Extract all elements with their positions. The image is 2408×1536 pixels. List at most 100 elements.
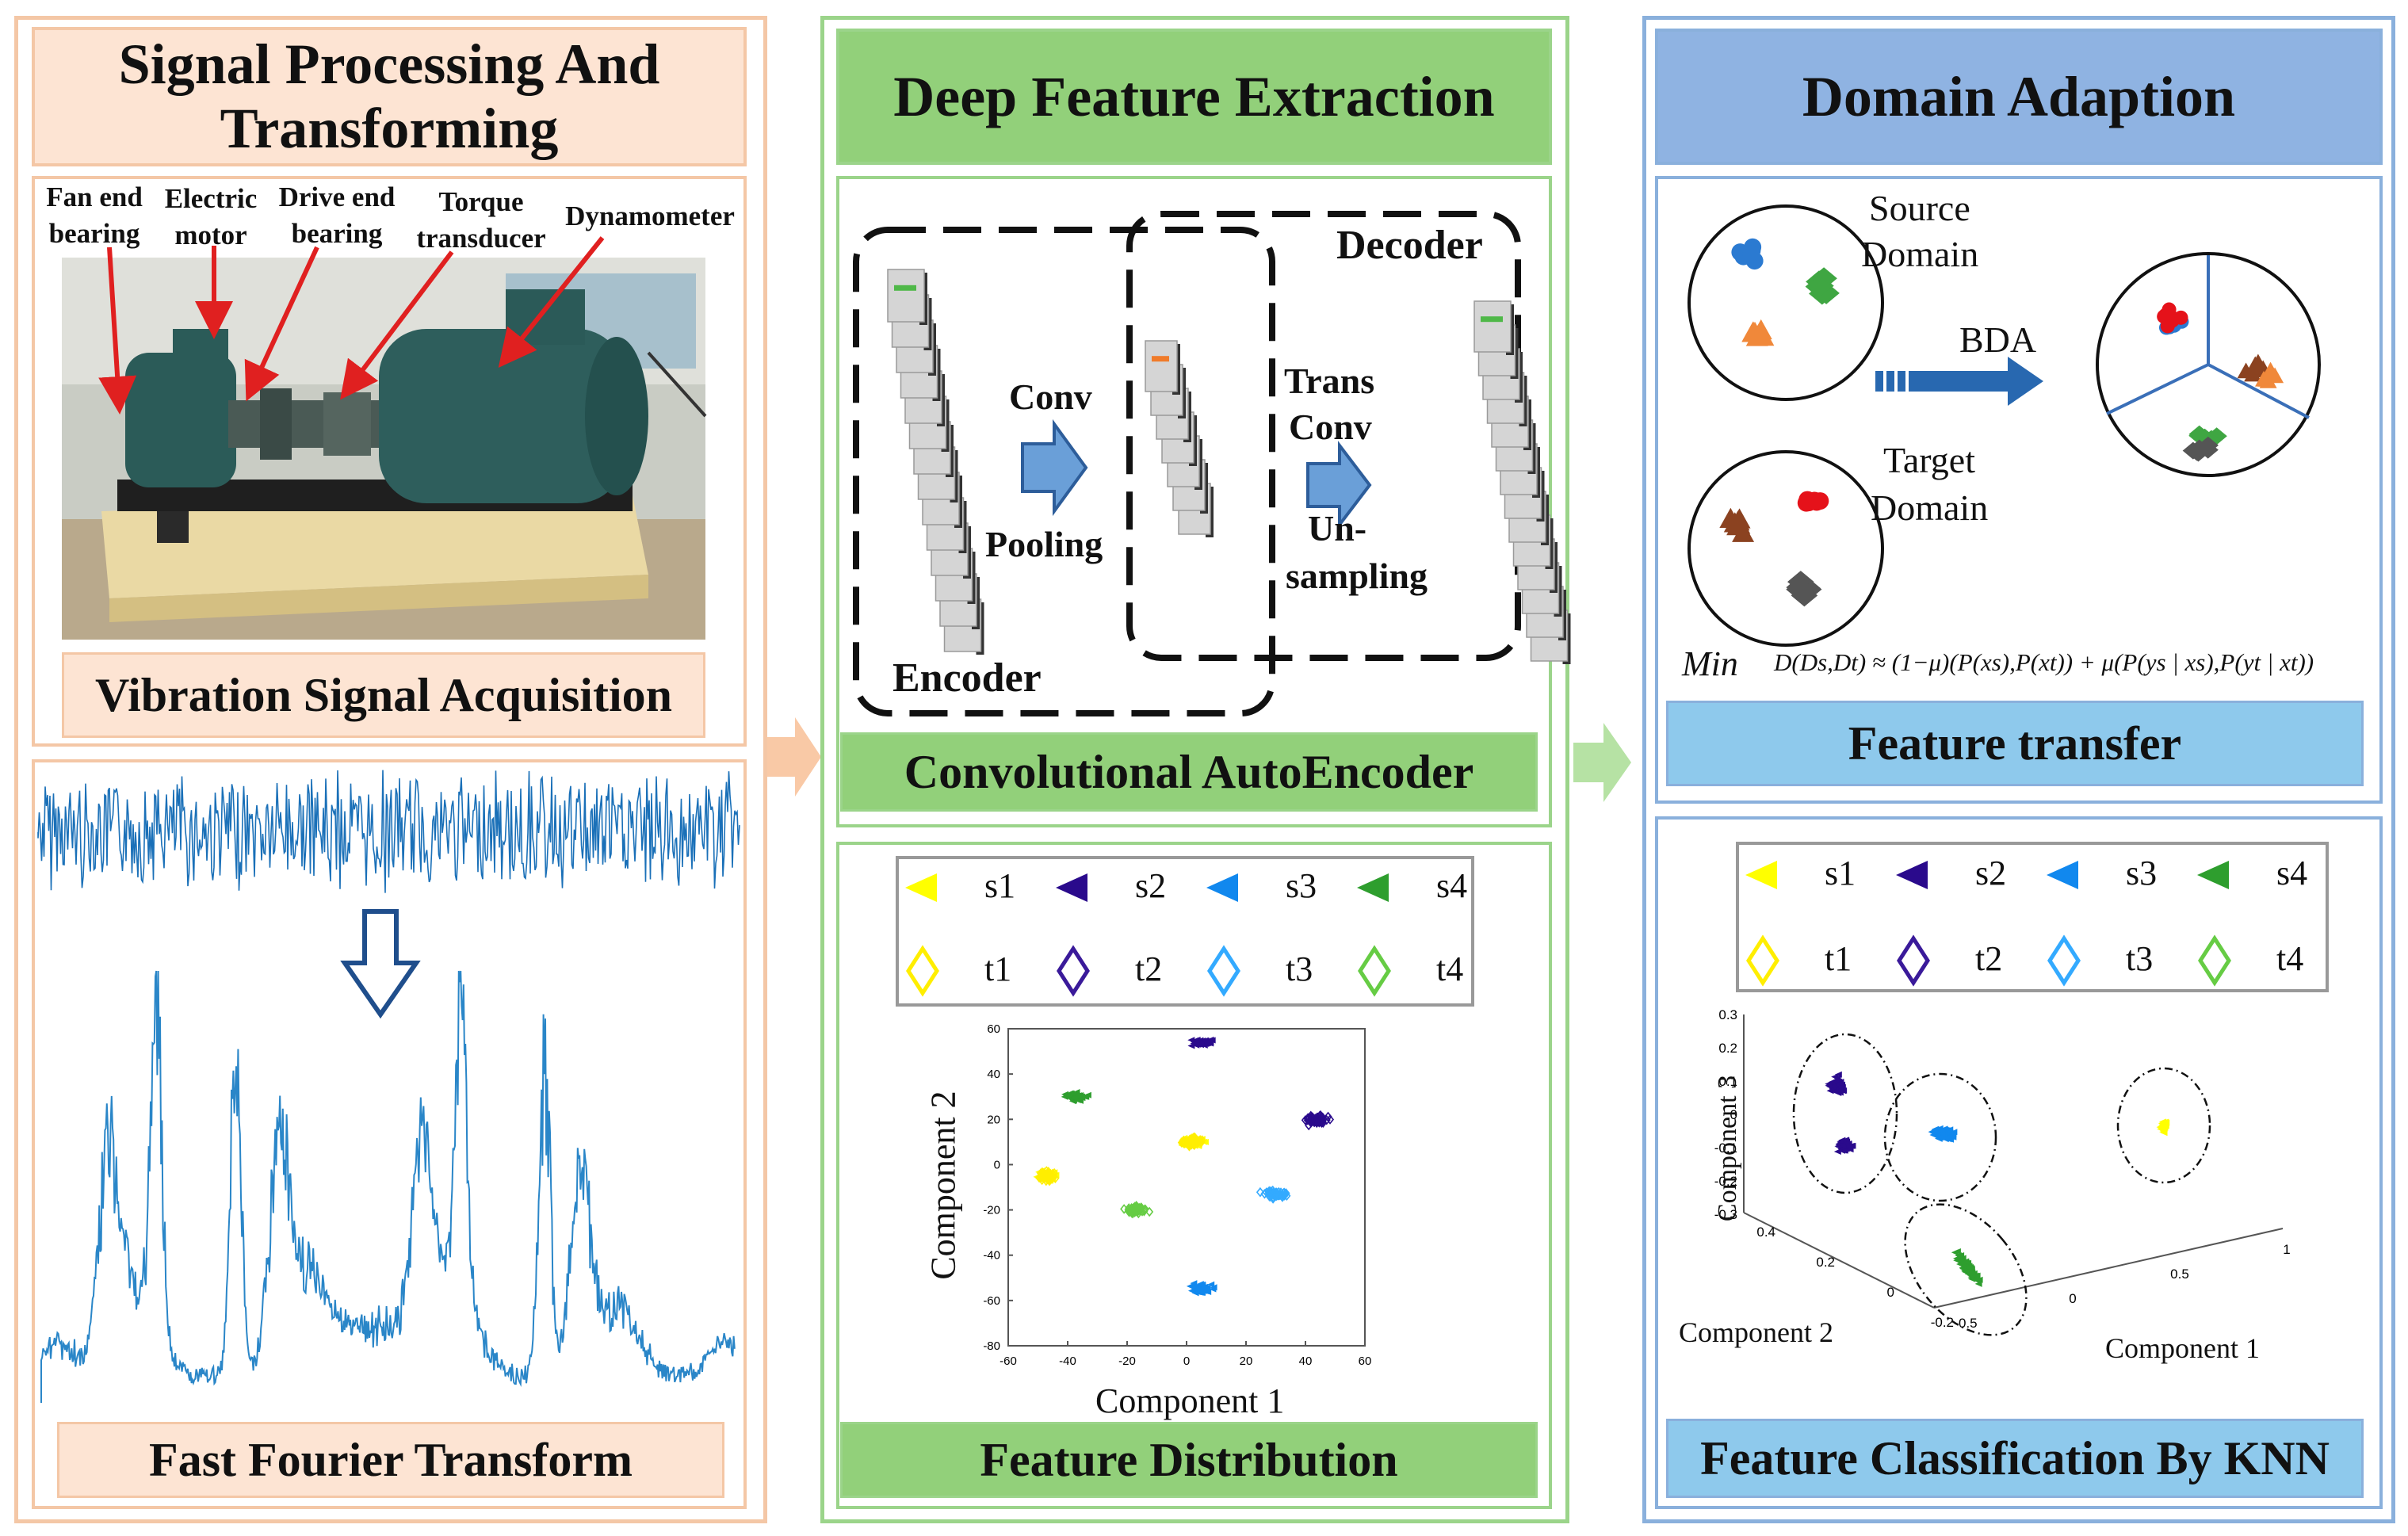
acquisition-caption: Vibration Signal Acquisition (62, 652, 705, 738)
bda-arrow-dash (1898, 371, 1905, 392)
bda-label: BDA (1959, 319, 2037, 360)
legend-panel3 (1736, 842, 2329, 992)
scatter-xtick-label: -20 (1118, 1355, 1136, 1368)
signal-trace (37, 770, 740, 893)
target-dot (1806, 491, 1824, 510)
arrow-panel2-to-panel3 (1573, 723, 1631, 802)
scatter-ytick-label: 0 (994, 1158, 1000, 1171)
scatter-point (1132, 1205, 1141, 1215)
legend-marker-t2 (1057, 945, 1090, 997)
knn-point-s2 (1833, 1148, 1841, 1155)
vibration-signal (37, 770, 740, 893)
scatter-ylabel: Component 2 (923, 1091, 963, 1280)
scatter-point (1311, 1114, 1320, 1124)
knn-point-s4 (1964, 1264, 1972, 1271)
knn-point-s3 (1942, 1135, 1950, 1142)
z-tick-label: -0.3 (1714, 1207, 1737, 1222)
encoder-label: Encoder (892, 655, 1042, 701)
down-arrow-icon (340, 909, 421, 1019)
feature-map (1145, 340, 1178, 392)
sampling-label: sampling (1286, 556, 1428, 596)
divider (2207, 363, 2310, 419)
label-drive-end-bearing: Drive end bearing (278, 181, 396, 249)
panel-deep-feature-extraction (820, 16, 1569, 1523)
knn-point-s1 (2158, 1122, 2166, 1129)
adapted-target-diamond (2188, 439, 2210, 457)
bda-arrow-icon (1909, 357, 2043, 406)
trans-label: Trans (1284, 361, 1375, 401)
feature-transfer-caption: Feature transfer (1666, 701, 2364, 786)
formula-text: D(Ds,Dt) ≈ (1−μ)(P(xs),P(xt)) + μ(P(ys |… (1774, 648, 2314, 676)
knn-point-s2 (1836, 1087, 1844, 1094)
feature-distribution-caption-text: Feature Distribution (980, 1433, 1398, 1486)
y-tick-label: 0.2 (1816, 1255, 1835, 1270)
knn-point-s4 (1962, 1258, 1970, 1265)
legend-marker-s1 (1745, 861, 1777, 889)
source-domain-label-2: Domain (1861, 234, 1979, 274)
knn-point-s2 (1842, 1140, 1850, 1147)
scatter-xlabel: Component 1 (1095, 1381, 1285, 1420)
y-tick-label: 0.4 (1756, 1225, 1775, 1240)
adapted-target-dot (2161, 302, 2177, 317)
cluster-outline (1883, 1072, 1997, 1202)
legend-marker-t1 (906, 945, 939, 997)
knn-caption-text: Feature Classification By KNN (1700, 1431, 2330, 1484)
scatter-ytick-label: -20 (983, 1204, 1000, 1217)
y-tick-label: 0 (1887, 1285, 1894, 1300)
panel2-title-text: Deep Feature Extraction (893, 64, 1495, 128)
legend-label-t2: t2 (1135, 949, 1163, 988)
scatter-point (1203, 1039, 1211, 1046)
legend-marker-t3 (1207, 945, 1240, 997)
knn-point-s2 (1829, 1083, 1837, 1090)
scatter-point (1314, 1114, 1323, 1124)
z-tick-label: 0.1 (1718, 1074, 1737, 1089)
plot3d-xlabel: Component 1 (2105, 1332, 2260, 1364)
fft-spectrum (40, 970, 736, 1403)
plot3d-zlabel: Component 3 (1713, 1075, 1742, 1222)
scatter-ytick-label: -40 (983, 1249, 1000, 1263)
scatter-point (1207, 1281, 1215, 1288)
legend-marker-s4 (1357, 873, 1389, 902)
scatter-point (1070, 1095, 1078, 1102)
feature-distribution-caption: Feature Distribution (840, 1422, 1538, 1498)
scatter-point (1124, 1205, 1133, 1215)
legend-label-t1: t1 (1825, 939, 1852, 978)
panel1-title: Signal Processing And Transforming (32, 27, 747, 166)
legend-marker-s4 (2197, 861, 2229, 889)
legend-marker-s2 (1896, 861, 1928, 889)
scatter-point (1303, 1113, 1312, 1124)
knn-point-s1 (2161, 1118, 2169, 1125)
x-tick-label: 1 (2283, 1242, 2290, 1257)
adapted-target-triangle (2246, 356, 2265, 373)
legend-marker-t2 (1897, 934, 1930, 987)
knn-point-s2 (1844, 1142, 1852, 1149)
legend-label-t3: t3 (2126, 939, 2154, 978)
panel2-title: Deep Feature Extraction (836, 29, 1552, 165)
cluster-outline (1904, 1203, 2028, 1336)
scatter-point (1188, 1136, 1197, 1146)
legend-label-s1: s1 (1825, 854, 1856, 892)
adapted-target-triangle (2237, 362, 2255, 379)
scatter-point (1177, 1137, 1186, 1148)
knn-point-s1 (2157, 1125, 2165, 1133)
x-tick-label: 0 (2069, 1291, 2076, 1306)
target-domain-label-1: Target (1883, 440, 1975, 480)
cae-caption-text: Convolutional AutoEncoder (904, 745, 1474, 798)
scatter-xtick-label: 60 (1359, 1355, 1372, 1368)
target-domain-label-2: Domain (1871, 487, 1989, 528)
knn-point-s3 (1936, 1133, 1944, 1141)
knn-point-s4 (1972, 1276, 1980, 1283)
conv-arrow-icon (1021, 418, 1088, 517)
feature-distribution-frame (836, 842, 1552, 1509)
scatter-point (1209, 1286, 1217, 1293)
legend-label-s4: s4 (2276, 854, 2308, 892)
knn-point-s2 (1831, 1087, 1839, 1095)
legend-label-t3: t3 (1286, 949, 1313, 988)
adapted-source-diamond (2206, 427, 2227, 445)
knn-point-s3 (1938, 1130, 1946, 1137)
cae-frame (836, 176, 1552, 827)
knn-caption: Feature Classification By KNN (1666, 1419, 2364, 1498)
legend-panel3-markers (1745, 861, 2231, 987)
legend-label-t2: t2 (1975, 939, 2003, 978)
